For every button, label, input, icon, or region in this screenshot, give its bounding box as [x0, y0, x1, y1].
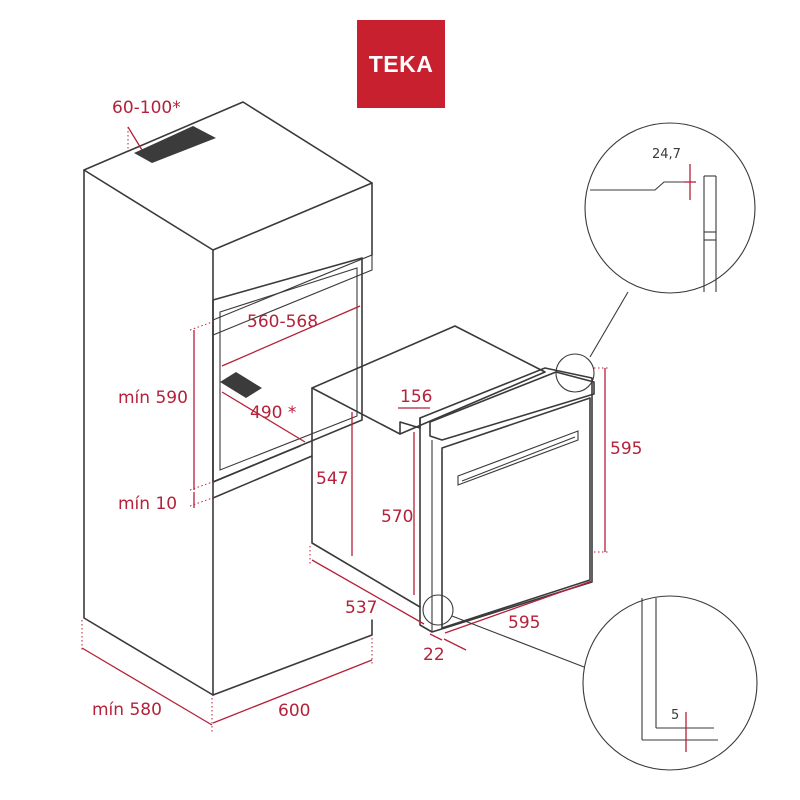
label-oven-width: 595 — [508, 613, 540, 633]
oven-depth-dim — [311, 559, 425, 625]
door-thickness-dim — [443, 638, 467, 651]
label-niche-height: mín 590 — [118, 388, 188, 408]
niche-frame — [212, 257, 363, 483]
vent-gap-dim — [127, 126, 143, 151]
detail-top: 24,7 — [584, 122, 756, 358]
niche-base — [212, 445, 301, 483]
logo-background — [357, 20, 445, 108]
vent-opening — [134, 126, 216, 163]
oven-control-panel — [429, 371, 595, 441]
niche-inner — [219, 267, 358, 471]
niche-shelf-line — [212, 455, 313, 499]
detail-top-profile — [590, 181, 690, 191]
oven-handle — [457, 430, 579, 486]
label-oven-step: 156 — [400, 387, 432, 407]
cabinet-depth-dim — [81, 647, 213, 726]
label-niche-width: 560-568 — [247, 312, 318, 332]
label-door-thickness: 22 — [423, 645, 445, 665]
detail-marker-top — [555, 353, 595, 393]
niche-shelf — [220, 372, 262, 398]
detail-marker-bottom — [422, 594, 454, 626]
niche-height-guide-bottom — [189, 480, 216, 491]
detail-bottom-leader — [451, 615, 585, 668]
label-oven-body-height: 547 — [316, 469, 348, 489]
label-bottom-gap: mín 10 — [118, 494, 177, 514]
oven-top — [311, 325, 546, 435]
oven-handle-shade — [461, 436, 576, 482]
label-oven-total-height: 595 — [610, 439, 642, 459]
teka-logo: TEKA — [357, 20, 445, 108]
oven-dimensions: 156 547 570 595 537 595 22 — [309, 353, 642, 665]
label-detail-bottom: 5 — [671, 708, 679, 723]
niche-width-dim — [221, 305, 361, 367]
cabinet-width-dim — [212, 659, 373, 724]
cabinet-dimensions: 60-100* 560-568 490 * mín 590 mín 10 mín… — [81, 98, 373, 732]
label-cabinet-width: 600 — [278, 701, 310, 721]
detail-bottom: 5 — [451, 595, 758, 771]
label-vent-gap: 60-100* — [112, 98, 181, 118]
oven-left-side — [311, 387, 421, 608]
bottom-gap-guide — [189, 496, 216, 507]
cabinet-left-side — [83, 169, 214, 696]
label-oven-depth: 537 — [345, 598, 377, 618]
door-thickness-arrow — [429, 633, 443, 641]
label-cabinet-depth: mín 580 — [92, 700, 162, 720]
niche-depth-dim — [221, 391, 306, 443]
oven-front-frame — [419, 367, 593, 633]
cabinet-bottom-right — [212, 619, 373, 696]
cabinet-top — [83, 101, 373, 251]
label-niche-depth: 490 * — [250, 403, 296, 423]
label-oven-front-height: 570 — [381, 507, 413, 527]
oven-width-dim — [444, 580, 593, 634]
oven-door — [441, 397, 591, 629]
logo-text: TEKA — [369, 51, 434, 77]
detail-top-circle — [584, 122, 756, 294]
label-detail-top: 24,7 — [652, 147, 681, 162]
detail-bottom-circle — [582, 595, 758, 771]
niche-height-guide-top — [189, 320, 216, 331]
oven — [311, 325, 595, 633]
detail-top-leader — [589, 291, 629, 358]
cabinet — [83, 101, 373, 696]
